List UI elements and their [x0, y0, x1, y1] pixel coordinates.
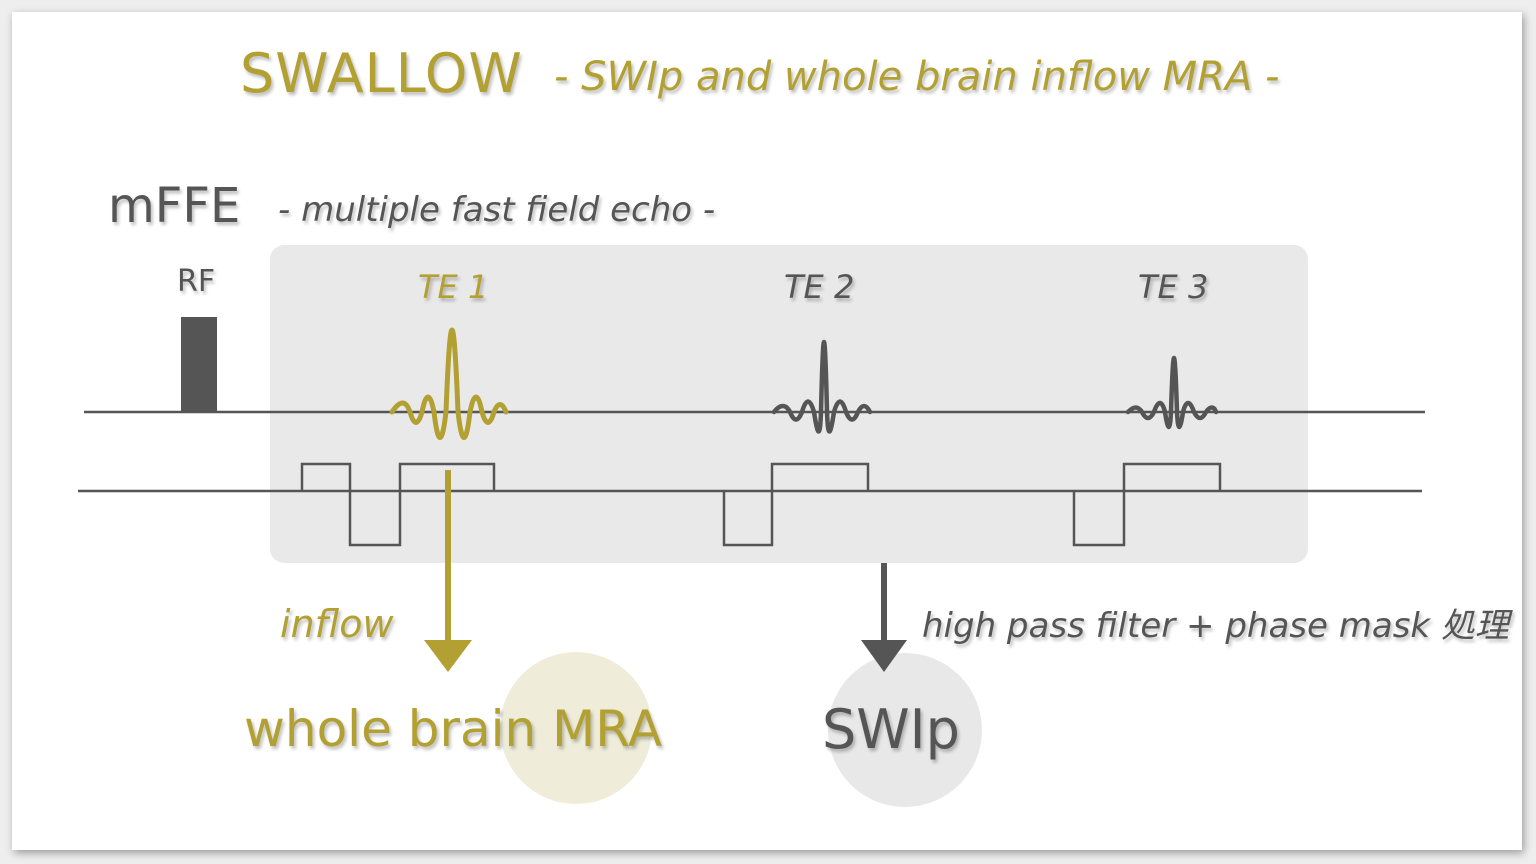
sequence-description: - multiple fast field echo -: [278, 190, 716, 230]
gradient-lobe-te2: [722, 462, 870, 547]
processing-label: high pass filter + phase mask 処理: [922, 606, 1509, 646]
gradient-lobe-te1: [300, 462, 496, 547]
sequence-name: mFFE: [108, 178, 241, 234]
swip-circle: [828, 653, 982, 807]
title-main: SWALLOW: [240, 42, 523, 105]
inflow-arrow-head: [424, 640, 472, 672]
inflow-label: inflow: [280, 602, 394, 646]
mra-circle: [500, 652, 652, 804]
echo-te3: [1125, 355, 1219, 430]
te2-label: TE 2: [784, 268, 855, 306]
echo-te1: [389, 327, 509, 440]
rf-pulse: [181, 317, 217, 412]
echo-te2: [771, 339, 873, 434]
gradient-lobe-te3: [1072, 462, 1222, 547]
title-subtitle: - SWIp and whole brain inflow MRA -: [554, 54, 1280, 100]
mra-label: whole brain MRA: [244, 700, 663, 758]
echo-panel: [270, 245, 1308, 563]
swip-arrow-head: [861, 640, 907, 672]
te3-label: TE 3: [1138, 268, 1209, 306]
te1-label: TE 1: [418, 268, 489, 306]
rf-label: RF: [177, 264, 216, 299]
swip-label: SWIp: [822, 698, 960, 761]
